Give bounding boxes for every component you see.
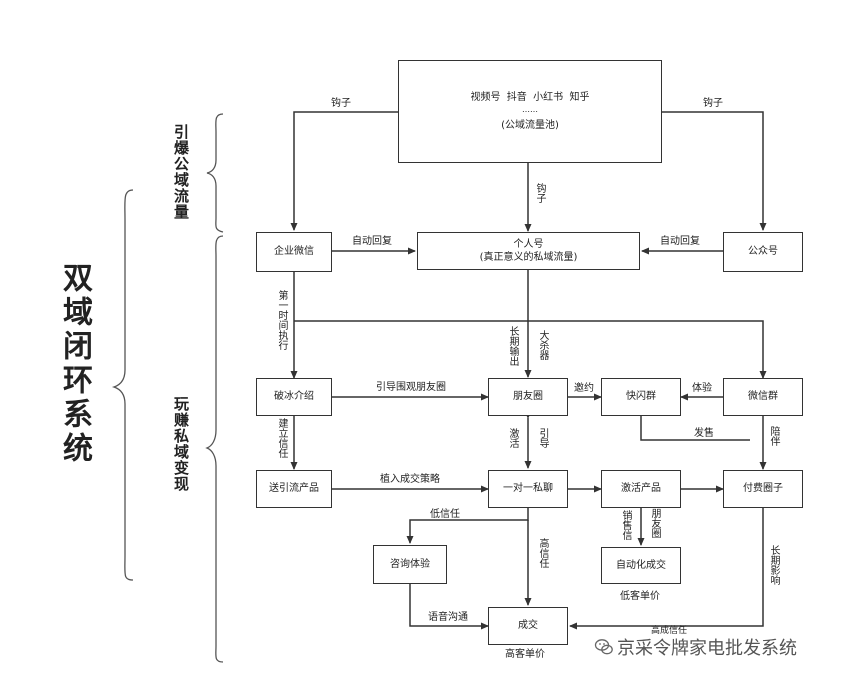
main-title: 双域闭环系统 xyxy=(57,262,92,466)
label-implant-strategy: 植入成交策略 xyxy=(380,474,440,485)
brace-main xyxy=(111,189,134,581)
label-first-time: 第一时间执行 xyxy=(276,290,288,350)
label-guide-moments: 引导围观朋友圈 xyxy=(376,382,446,393)
label-voice-chat: 语音沟通 xyxy=(428,612,468,623)
note-high-price: 高客单价 xyxy=(505,648,545,661)
wechat-logo-icon xyxy=(594,639,613,655)
node-paid-circle: 付费圈子 xyxy=(723,470,803,508)
label-sales-letter: 销售信 xyxy=(620,510,632,540)
personal-line1: 个人号 xyxy=(513,238,544,250)
node-flash-group: 快闪群 xyxy=(601,378,681,416)
label-low-trust: 低信任 xyxy=(430,509,460,520)
pool-platforms: 视频号 抖音 小红书 知乎 xyxy=(470,92,590,103)
section-public-label: 引爆公域流量 xyxy=(172,124,190,220)
node-moments: 朋友圈 xyxy=(488,378,568,416)
label-friend-moments: 朋友圈 xyxy=(649,508,661,538)
watermark-text: 京采令牌家电批发系统 xyxy=(617,638,797,659)
node-wecom: 企业微信 xyxy=(256,232,332,272)
label-build-trust: 建立信任 xyxy=(276,418,288,458)
pool-dots: …… xyxy=(522,104,538,114)
label-hook-mid: 钩子 xyxy=(534,183,546,203)
brace-private xyxy=(205,235,224,663)
label-mid-price: 高成信任 xyxy=(651,626,688,636)
note-low-price: 低客单价 xyxy=(620,590,660,603)
label-hook-right: 钩子 xyxy=(703,97,723,110)
node-icebreak: 破冰介绍 xyxy=(256,378,332,416)
personal-line2: (真正意义的私域流量) xyxy=(479,252,578,263)
node-auto-deal: 自动化成交 xyxy=(601,547,681,584)
node-one-on-one: 一对一私聊 xyxy=(488,470,568,508)
node-lead-product: 送引流产品 xyxy=(256,470,332,508)
label-accompany: 陪伴 xyxy=(768,426,779,446)
label-high-trust: 高信任 xyxy=(537,538,549,568)
label-hook-left: 钩子 xyxy=(331,97,351,110)
public-traffic-pool: 视频号 抖音 小红书 知乎 …… (公域流量池) xyxy=(398,60,662,163)
label-broadcast: 发售 xyxy=(694,428,714,439)
label-long-term-output: 长期输出 xyxy=(507,326,519,366)
label-invite: 邀约 xyxy=(574,383,594,394)
node-deal: 成交 xyxy=(488,607,568,645)
node-wechat-group: 微信群 xyxy=(723,378,803,416)
pool-caption: (公域流量池) xyxy=(501,119,559,131)
node-personal-account: 个人号 (真正意义的私域流量) xyxy=(417,232,640,270)
node-consult: 咨询体验 xyxy=(373,545,447,584)
label-long-term-influence: 长期影响 xyxy=(768,545,780,585)
label-auto-reply-right: 自动回复 xyxy=(660,236,700,247)
section-private-label: 玩赚私域变现 xyxy=(172,396,190,492)
label-auto-reply-left: 自动回复 xyxy=(352,236,392,247)
node-activate-product: 激活产品 xyxy=(601,470,681,508)
label-experience: 体验 xyxy=(692,383,712,394)
label-activate: 激活 xyxy=(507,428,519,448)
brace-public xyxy=(206,113,224,233)
label-guide: 引导 xyxy=(537,428,549,448)
label-big-killer: 大杀器 xyxy=(537,330,549,360)
node-official-account: 公众号 xyxy=(723,232,803,272)
